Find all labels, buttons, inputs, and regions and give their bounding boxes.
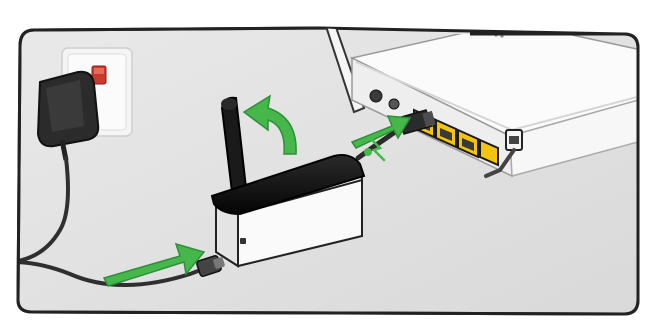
- router-dsl-port: [506, 130, 522, 150]
